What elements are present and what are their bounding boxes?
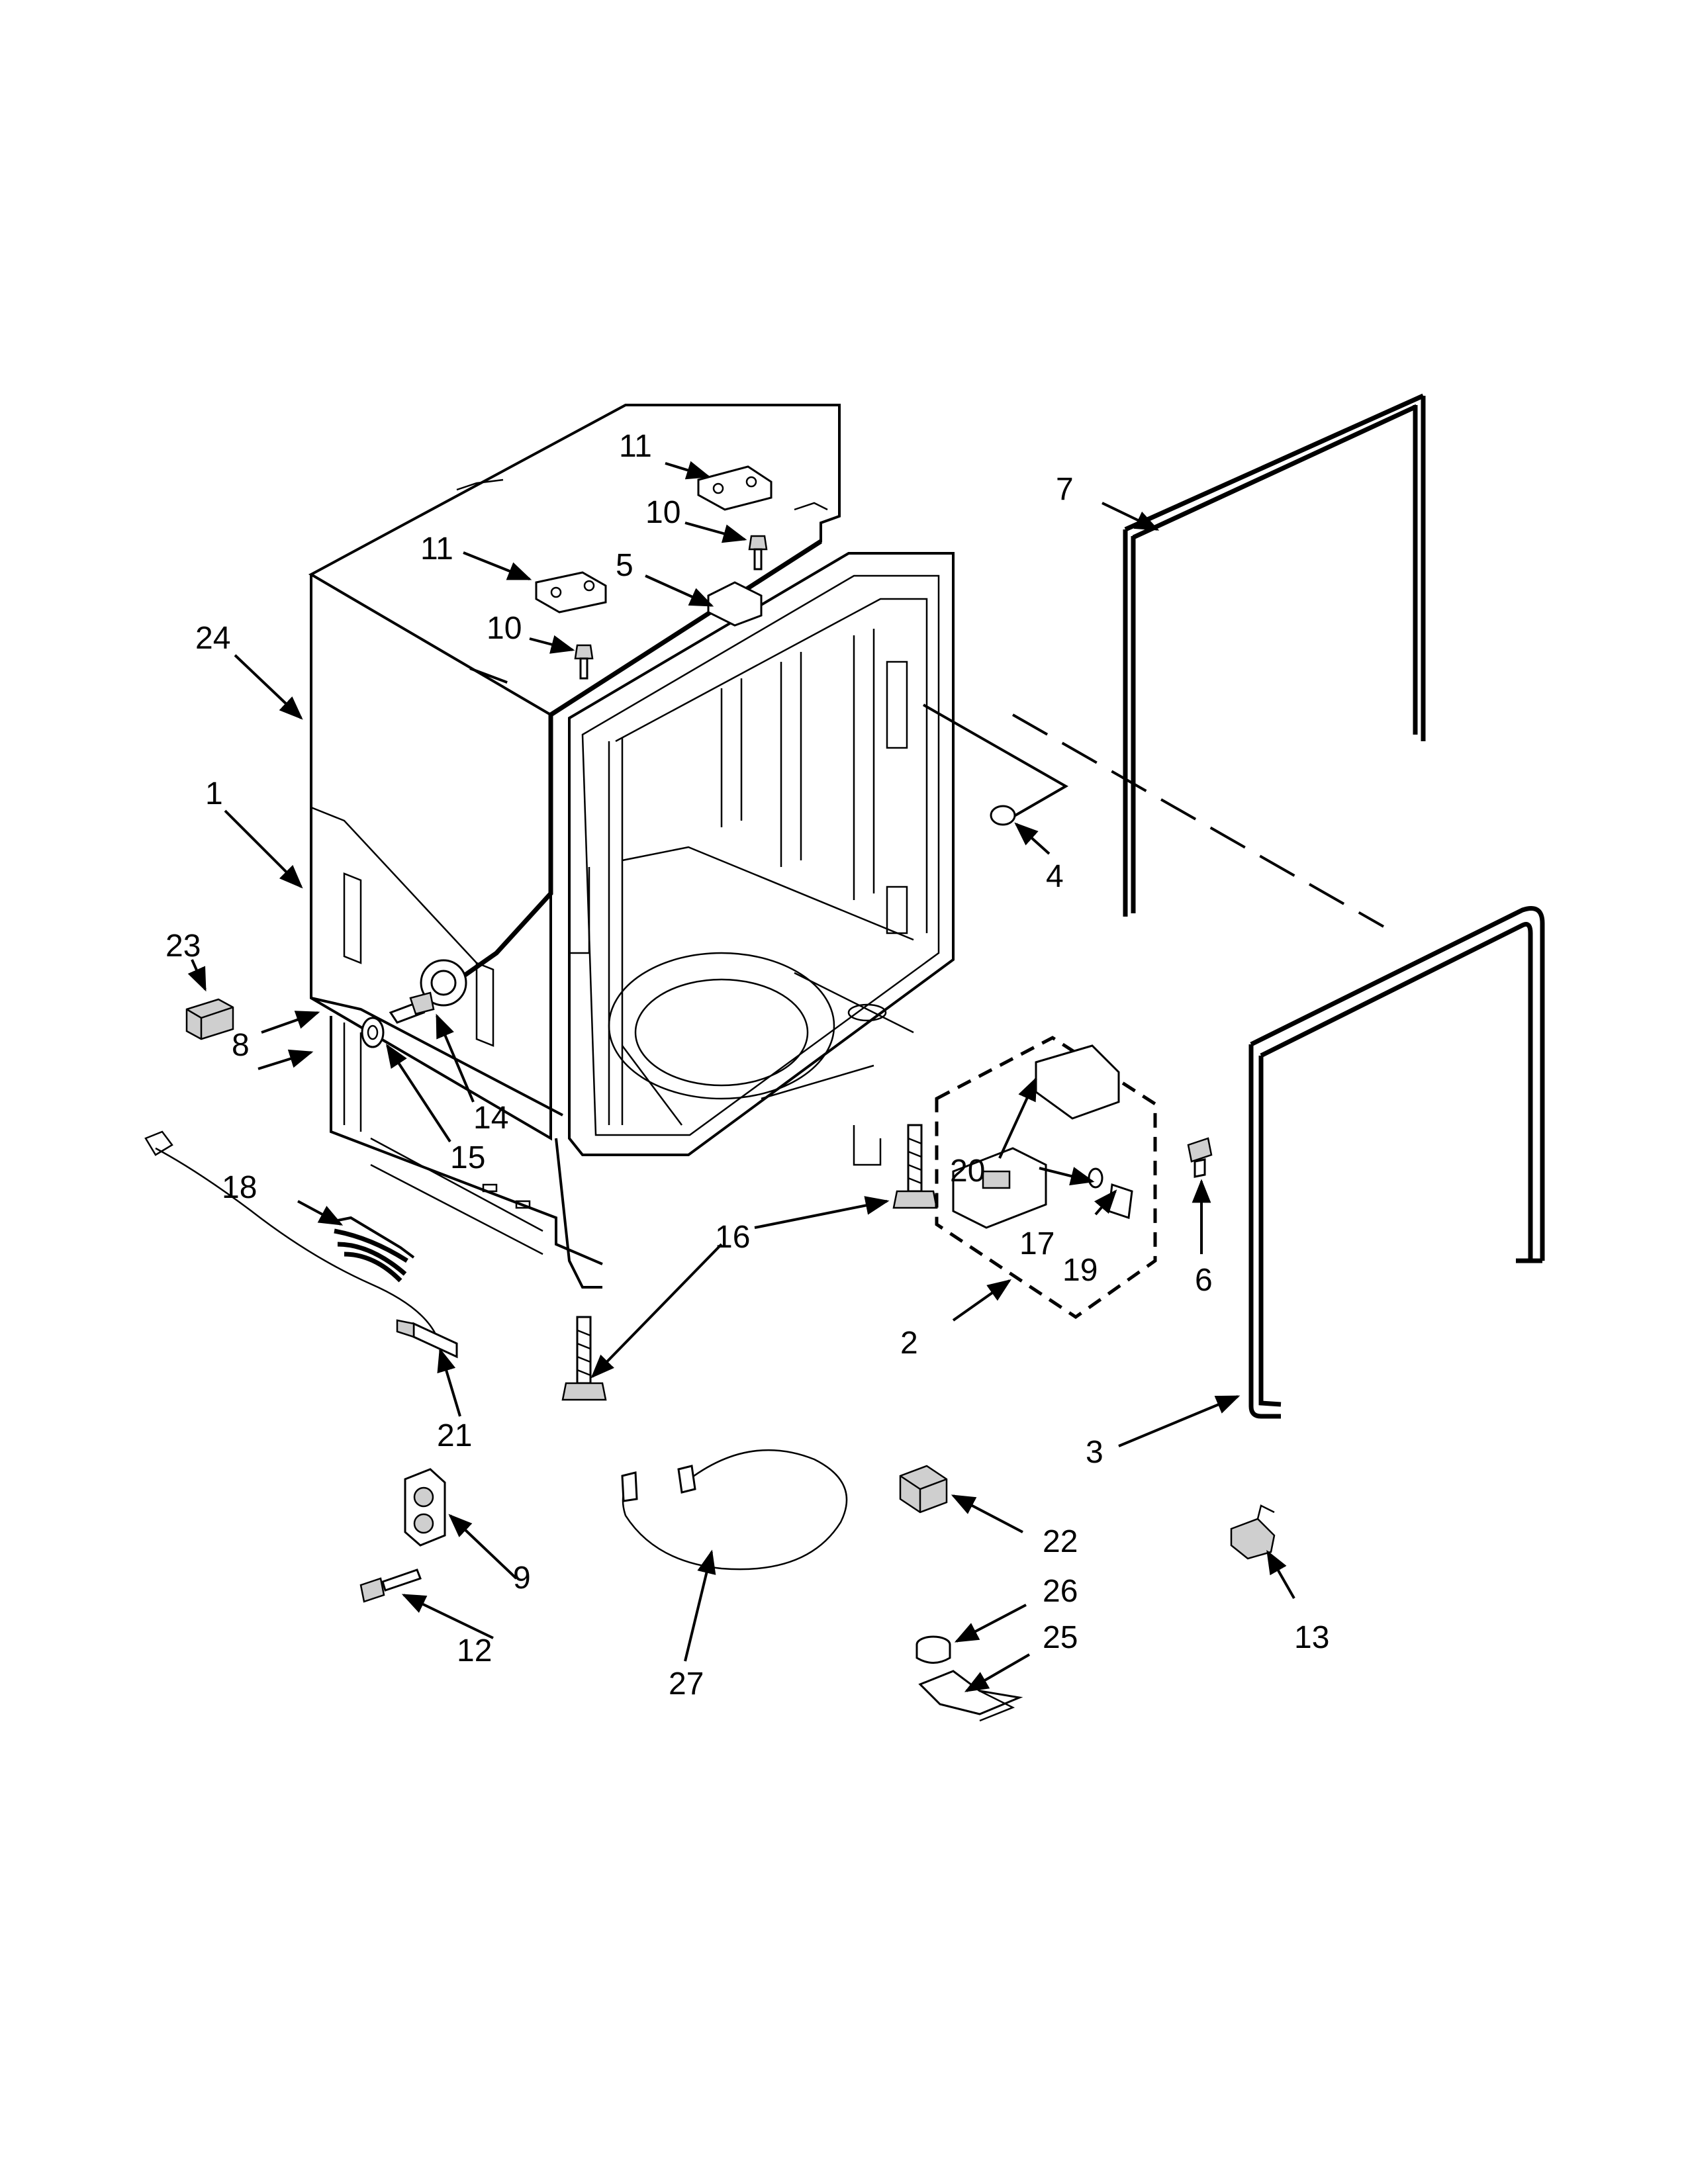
callout-21: 21 (437, 1418, 472, 1453)
callout-6: 6 (1195, 1263, 1213, 1298)
tub-assembly (308, 404, 955, 1289)
callout-2: 2 (900, 1326, 918, 1361)
washer-15 (361, 1017, 385, 1048)
leg-16-rear (892, 1124, 938, 1209)
callout-labels: 11 10 11 10 5 24 1 7 4 23 8 14 15 18 21 … (165, 429, 1329, 1702)
screw-12 (359, 1569, 422, 1603)
callout-13: 13 (1294, 1620, 1329, 1655)
bracket-25 (918, 1670, 1023, 1722)
callout-18: 18 (222, 1170, 257, 1205)
callout-5: 5 (616, 548, 633, 583)
callout-25: 25 (1043, 1620, 1078, 1655)
callout-7: 7 (1056, 472, 1074, 507)
plug-4 (990, 805, 1016, 826)
bracket-11-upper (697, 465, 773, 511)
callout-17: 17 (1019, 1226, 1055, 1261)
bracket-11-lower (535, 571, 607, 614)
callout-10-upper: 10 (645, 495, 680, 530)
door-gasket-top (1123, 393, 1426, 917)
screw-10-lower (574, 644, 594, 680)
leader-lines (187, 461, 1295, 1692)
screw-10-upper (748, 535, 768, 570)
bracket-9 (404, 1468, 446, 1547)
screw-6 (1187, 1137, 1213, 1178)
tub-gasket (1248, 906, 1545, 1419)
callout-23: 23 (165, 929, 201, 964)
callout-22: 22 (1043, 1524, 1078, 1559)
callout-4: 4 (1046, 859, 1064, 894)
callout-3: 3 (1086, 1435, 1103, 1470)
callout-9: 9 (513, 1561, 531, 1596)
assembly-lines (469, 667, 1384, 928)
clip-13 (1230, 1504, 1276, 1560)
callout-15: 15 (450, 1140, 485, 1175)
screw-14 (389, 991, 435, 1024)
callout-20: 20 (950, 1154, 985, 1189)
callout-8: 8 (232, 1028, 250, 1063)
callout-11-lower: 11 (420, 531, 453, 567)
connector-21 (396, 1319, 458, 1359)
sensor-26 (915, 1635, 951, 1664)
callout-12: 12 (457, 1633, 492, 1668)
callout-24: 24 (195, 621, 230, 656)
callout-14: 14 (473, 1101, 508, 1136)
part-23-block (185, 998, 234, 1040)
callout-27: 27 (669, 1666, 704, 1702)
clip-22 (899, 1465, 948, 1514)
callout-1: 1 (205, 776, 223, 811)
callout-10-lower: 10 (487, 611, 522, 646)
callout-19: 19 (1062, 1253, 1098, 1288)
callout-26: 26 (1043, 1574, 1078, 1609)
spring-18 (144, 1130, 438, 1338)
callout-11-upper: 11 (619, 429, 652, 464)
leg-16-front (561, 1316, 607, 1401)
callout-16: 16 (715, 1220, 750, 1255)
wire-harness-27 (621, 1449, 848, 1570)
